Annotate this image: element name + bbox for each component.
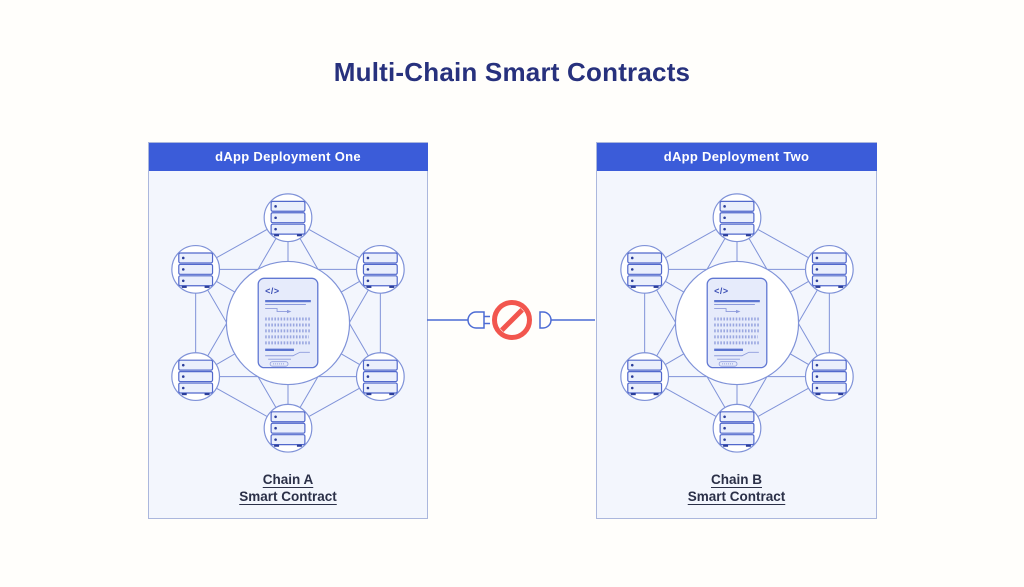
chain-a-contract: Smart Contract xyxy=(239,488,337,504)
chain-b-label: Chain B Smart Contract xyxy=(597,471,876,505)
chain-a-network-diagram xyxy=(149,171,427,469)
chain-a-name: Chain A xyxy=(262,471,314,487)
panel-one-header: dApp Deployment One xyxy=(148,142,428,171)
no-entry-icon xyxy=(492,300,532,340)
panel-two-header-label: dApp Deployment Two xyxy=(663,148,810,164)
chain-b-contract: Smart Contract xyxy=(687,488,786,504)
panel-one-header-label: dApp Deployment One xyxy=(215,148,361,164)
chain-b-network-diagram xyxy=(598,171,876,469)
chain-b-name: Chain B xyxy=(710,471,762,487)
page-title: Multi-Chain Smart Contracts xyxy=(333,57,691,87)
panel-two-header: dApp Deployment Two xyxy=(596,142,877,171)
plug-socket-icon xyxy=(539,311,552,329)
panel-two-body: Chain B Smart Contract xyxy=(597,171,876,518)
broken-connection xyxy=(427,300,595,340)
panel-dapp-deployment-one: dApp Deployment One Chain A Smart Contra… xyxy=(148,142,428,519)
plug-male-icon xyxy=(467,311,490,329)
panel-one-body: Chain A Smart Contract xyxy=(149,171,427,518)
chain-a-label: Chain A Smart Contract xyxy=(149,471,427,505)
panel-dapp-deployment-two: dApp Deployment Two Chain B Smart Contra… xyxy=(596,142,877,519)
